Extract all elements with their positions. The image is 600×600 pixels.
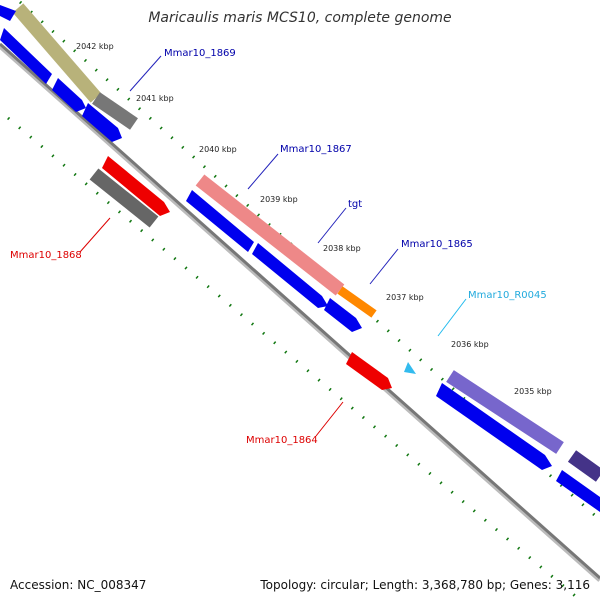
leader-line-1864 <box>315 401 344 437</box>
gene-label-mmar10-1869[interactable]: Mmar10_1869 <box>164 48 236 59</box>
kbp-label: 2040 kbp <box>199 145 237 154</box>
leader-line-1869 <box>129 55 162 92</box>
feature-pink <box>195 174 345 296</box>
kbp-label: 2038 kbp <box>323 244 361 253</box>
kbp-label: 2037 kbp <box>386 293 424 302</box>
feature-dark-purple <box>567 450 600 482</box>
feature-grey-lower <box>89 168 159 228</box>
feature-trna-r0045 <box>404 362 416 374</box>
feature-purple <box>446 370 564 454</box>
gene-label-tgt[interactable]: tgt <box>348 199 362 210</box>
leader-line-1865 <box>369 248 399 285</box>
tick-track-lower <box>7 116 581 600</box>
genome-summary: Topology: circular; Length: 3,368,780 bp… <box>260 578 590 592</box>
map-title: Maricaulis maris MCS10, complete genome <box>148 10 452 26</box>
accession-label: Accession: NC_008347 <box>10 578 147 592</box>
feature-grey-upper <box>92 92 138 130</box>
feature-red-1864 <box>346 352 392 390</box>
gene-label-mmar10-1868[interactable]: Mmar10_1868 <box>10 250 82 261</box>
kbp-label: 2042 kbp <box>76 42 114 51</box>
feature-olive <box>12 3 102 103</box>
gene-label-mmar10-1864[interactable]: Mmar10_1864 <box>246 435 318 446</box>
leader-line-r0045 <box>437 298 467 337</box>
gene-label-mmar10-r0045[interactable]: Mmar10_R0045 <box>468 290 547 301</box>
gene-label-mmar10-1865[interactable]: Mmar10_1865 <box>401 239 473 250</box>
leader-line-1868 <box>79 217 111 253</box>
genome-backbone <box>0 42 600 580</box>
cds-arrows-blue <box>0 5 600 512</box>
kbp-label: 2039 kbp <box>260 195 298 204</box>
feature-red-1868 <box>102 156 170 216</box>
kbp-label: 2036 kbp <box>451 340 489 349</box>
leader-line-1867 <box>247 153 279 190</box>
kbp-label: 2041 kbp <box>136 94 174 103</box>
feature-orange <box>337 286 377 318</box>
gene-label-mmar10-1867[interactable]: Mmar10_1867 <box>280 144 352 155</box>
kbp-label: 2035 kbp <box>514 387 552 396</box>
leader-line-tgt <box>317 207 347 244</box>
